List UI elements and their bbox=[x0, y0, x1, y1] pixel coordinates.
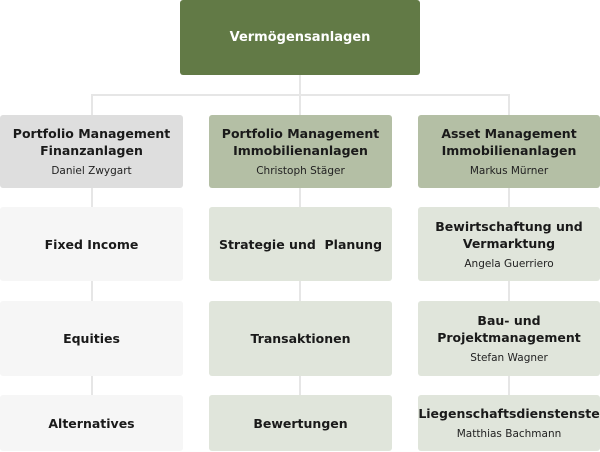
node-title: Portfolio Management Finanzanlagen bbox=[12, 126, 171, 158]
node-portfolio-management-immobilienanlagen: Portfolio Management Immobilienanlagen C… bbox=[209, 115, 392, 188]
node-transaktionen: Transaktionen bbox=[209, 301, 392, 376]
node-title: Bau- und Projektmanagement bbox=[437, 313, 581, 345]
node-portfolio-management-finanzanlagen: Portfolio Management Finanzanlagen Danie… bbox=[0, 115, 183, 188]
node-title: Alternatives bbox=[48, 415, 135, 431]
node-title: Equities bbox=[63, 331, 120, 346]
node-strategie-planung: Strategie und Planung bbox=[209, 207, 392, 281]
node-title: Liegenschaftsdienstenste bbox=[418, 406, 600, 421]
node-title: Bewirtschaftung und Vermarktung bbox=[435, 218, 583, 251]
node-title: Bewertungen bbox=[253, 415, 348, 431]
node-bewirtschaftung-vermarktung: Bewirtschaftung und Vermarktung Angela G… bbox=[418, 207, 600, 281]
root-title: Vermögensanlagen bbox=[229, 30, 371, 45]
node-title: Fixed Income bbox=[44, 236, 139, 252]
node-person: Christoph Stäger bbox=[256, 165, 345, 177]
node-liegenschaftsdienste: Liegenschaftsdienstenste Matthias Bachma… bbox=[418, 395, 600, 451]
node-bewertungen: Bewertungen bbox=[209, 395, 392, 451]
node-person: Markus Mürner bbox=[469, 165, 549, 177]
node-title: Strategie und Planung bbox=[218, 236, 383, 252]
node-title: Asset Management Immobilienanlagen bbox=[441, 126, 577, 158]
root-node: Vermögensanlagen bbox=[180, 0, 420, 75]
node-person: Angela Guerriero bbox=[464, 257, 554, 270]
node-person: Stefan Wagner bbox=[470, 352, 548, 364]
node-person: Daniel Zwygart bbox=[51, 165, 132, 177]
node-asset-management-immobilienanlagen: Asset Management Immobilienanlagen Marku… bbox=[418, 115, 600, 188]
node-bau-projektmanagement: Bau- und Projektmanagement Stefan Wagner bbox=[418, 301, 600, 376]
node-equities: Equities bbox=[0, 301, 183, 376]
node-person: Matthias Bachmann bbox=[456, 428, 562, 440]
node-fixed-income: Fixed Income bbox=[0, 207, 183, 281]
node-title: Transaktionen bbox=[250, 331, 351, 346]
node-title: Portfolio Management Immobilienanlagen bbox=[221, 126, 380, 158]
node-alternatives: Alternatives bbox=[0, 395, 183, 451]
